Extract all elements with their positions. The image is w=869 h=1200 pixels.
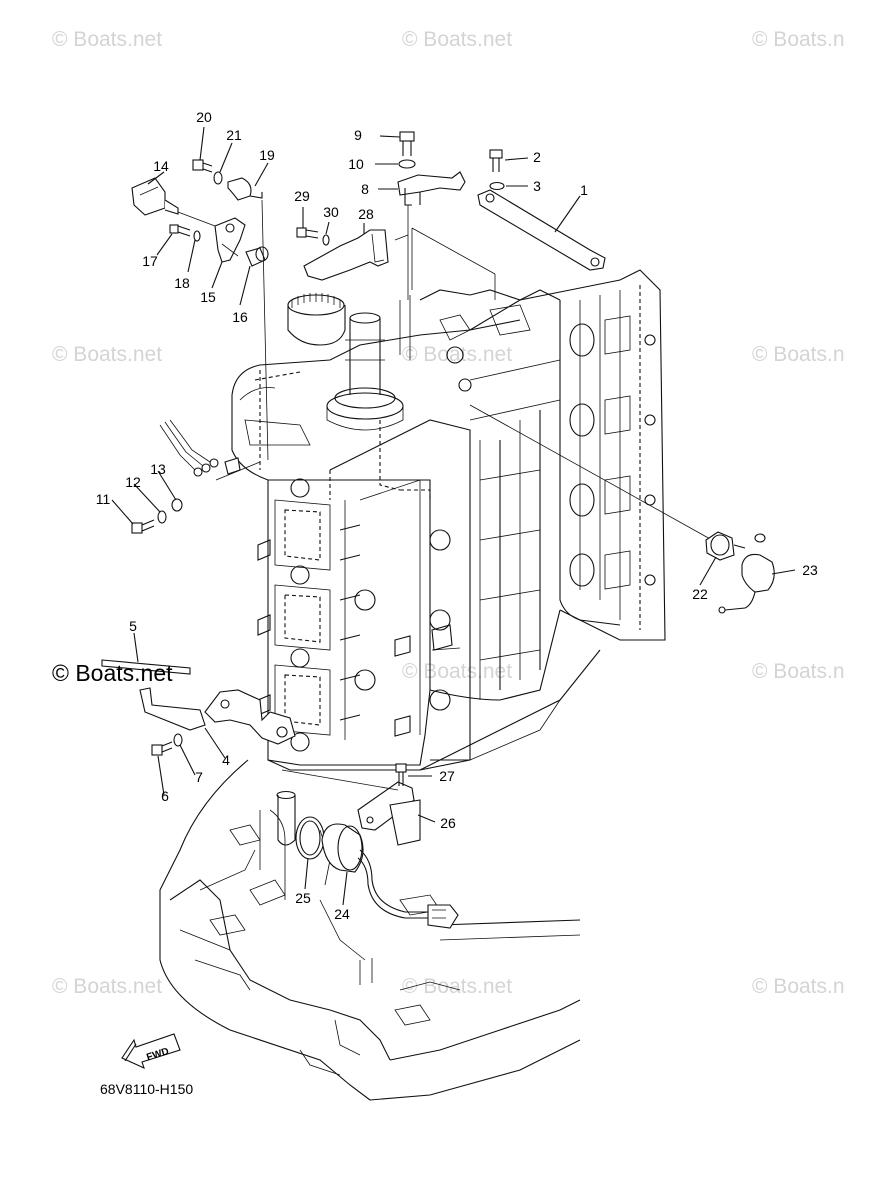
watermark-dark: © Boats.net — [52, 660, 173, 686]
engine-block — [231, 269, 666, 771]
part-19-clamp — [227, 177, 269, 461]
callout-1: 1 — [580, 182, 588, 198]
callout-20: 20 — [196, 109, 212, 125]
callout-2: 2 — [533, 149, 541, 165]
watermark: © Boats.n — [752, 343, 845, 366]
bottom-cowling — [159, 759, 581, 1101]
part-15-holder — [214, 217, 246, 263]
callout-7: 7 — [195, 769, 203, 785]
callout-24: 24 — [334, 906, 350, 922]
part-10-washer — [398, 159, 416, 169]
forward-arrow-icon: FWD — [121, 1033, 181, 1070]
callout-13: 13 — [150, 461, 166, 477]
watermark: © Boats.n — [752, 660, 845, 683]
callout-27: 27 — [439, 768, 455, 784]
part-25-seal — [295, 816, 325, 860]
watermark: © Boats.n — [752, 28, 845, 51]
part-27-bolt — [395, 763, 407, 786]
part-11-bolt — [131, 519, 155, 534]
part-12-washer — [157, 510, 167, 524]
watermark: © Boats.net — [52, 975, 163, 998]
part-16-collar — [245, 246, 269, 267]
part-4-bracket — [139, 687, 296, 745]
callout-28: 28 — [358, 206, 374, 222]
part-7-washer — [173, 733, 183, 747]
part-8-bracket — [397, 171, 466, 300]
callout-23: 23 — [802, 562, 818, 578]
part-23-cap — [718, 553, 775, 614]
part-9-bolt — [399, 131, 415, 156]
part-22-switch — [469, 404, 766, 561]
part-17-screw — [169, 224, 191, 237]
callout-5: 5 — [129, 618, 137, 634]
callout-3: 3 — [533, 178, 541, 194]
fwd-label: FWD — [145, 1046, 170, 1064]
part-5-bolt — [101, 659, 191, 675]
part-13-washer — [171, 498, 183, 512]
watermark: © Boats.net — [52, 343, 163, 366]
watermark: © Boats.net — [402, 343, 513, 366]
part-21-washer — [213, 171, 223, 185]
part-30-washer — [322, 234, 330, 246]
part-29-bolt — [296, 227, 319, 239]
harness-leads — [159, 419, 261, 481]
part-2-bolt — [489, 149, 503, 172]
watermark: © Boats.net — [402, 975, 513, 998]
callout-10: 10 — [348, 156, 364, 172]
callout-15: 15 — [200, 289, 216, 305]
callout-26: 26 — [440, 815, 456, 831]
part-3-washer — [489, 181, 505, 191]
callout-25: 25 — [295, 890, 311, 906]
diagram-code: 68V8110-H150 — [100, 1081, 194, 1097]
part-28-bracket — [303, 229, 409, 281]
watermark: © Boats.net — [402, 28, 513, 51]
callout-16: 16 — [232, 309, 248, 325]
callout-8: 8 — [361, 181, 369, 197]
callout-6: 6 — [161, 788, 169, 804]
part-1-bracket — [411, 189, 606, 300]
callout-4: 4 — [222, 752, 230, 768]
callout-12: 12 — [125, 474, 141, 490]
watermark: © Boats.n — [752, 975, 845, 998]
part-14-sensor — [131, 177, 216, 227]
leader-lines — [111, 126, 796, 906]
callout-14: 14 — [153, 158, 169, 174]
watermark: © Boats.net — [52, 28, 163, 51]
callout-17: 17 — [142, 253, 158, 269]
part-18-washer — [193, 230, 201, 242]
callout-22: 22 — [692, 586, 708, 602]
callout-29: 29 — [294, 188, 310, 204]
part-26-bracket — [281, 769, 421, 846]
callout-30: 30 — [323, 204, 339, 220]
callout-18: 18 — [174, 275, 190, 291]
callout-11: 11 — [95, 491, 111, 507]
part-6-bolt — [151, 741, 173, 756]
callout-9: 9 — [354, 127, 362, 143]
part-24-grommet — [321, 823, 459, 929]
callout-21: 21 — [226, 127, 242, 143]
callout-19: 19 — [259, 147, 275, 163]
part-20-bolt — [192, 159, 213, 173]
